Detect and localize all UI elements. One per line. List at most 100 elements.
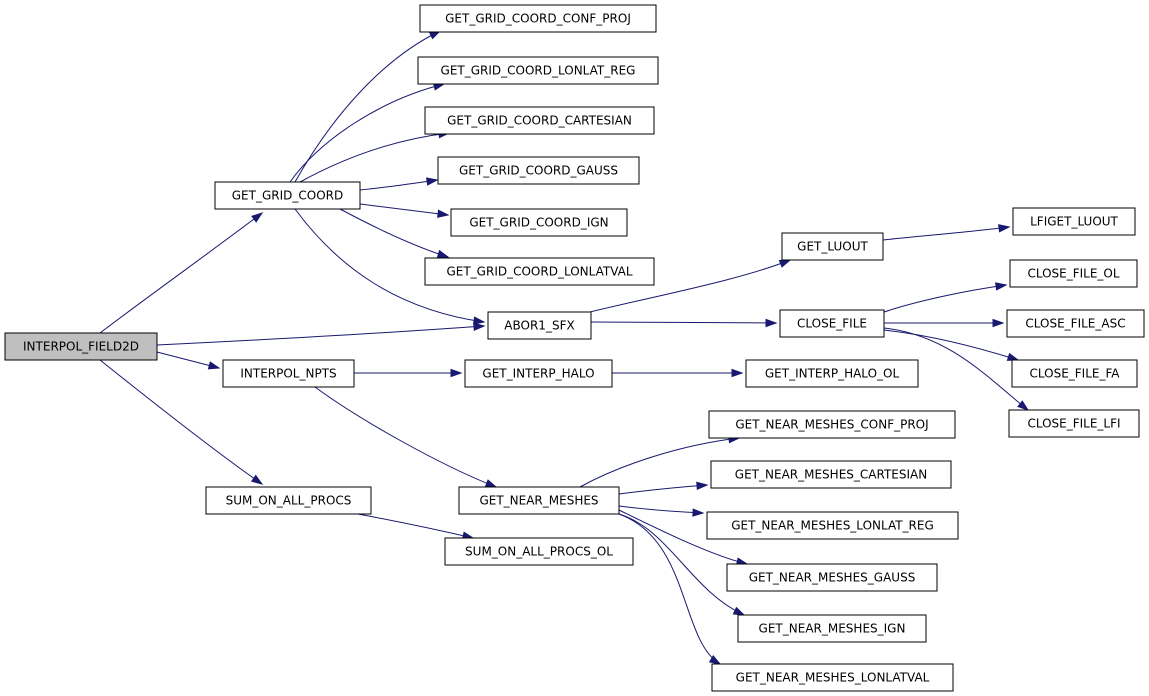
edge-close-file-to-close-file-fa bbox=[883, 329, 1020, 361]
node-box bbox=[737, 614, 927, 643]
node-box bbox=[424, 106, 655, 135]
node-label: INTERPOL_NPTS bbox=[240, 367, 336, 381]
node-label: GET_NEAR_MESHES_CARTESIAN bbox=[735, 468, 927, 482]
node-box bbox=[4, 332, 158, 361]
node-box bbox=[444, 537, 634, 566]
edge-arrowhead bbox=[207, 361, 221, 370]
node-label: GET_LUOUT bbox=[797, 240, 868, 254]
node-label: GET_NEAR_MESHES_GAUSS bbox=[749, 571, 916, 585]
edge-line bbox=[618, 484, 708, 495]
node-label: SUM_ON_ALL_PROCS bbox=[226, 494, 352, 508]
node-interpol-npts[interactable]: INTERPOL_NPTS bbox=[222, 359, 355, 388]
node-interpol-field2d[interactable]: INTERPOL_FIELD2D bbox=[4, 332, 158, 361]
node-box bbox=[419, 4, 657, 33]
node-abor1-sfx[interactable]: ABOR1_SFX bbox=[487, 311, 592, 340]
node-get-grid-coord[interactable]: GET_GRID_COORD bbox=[214, 181, 361, 210]
node-label: GET_INTERP_HALO bbox=[482, 367, 594, 381]
node-sum-on-all-procs-ol[interactable]: SUM_ON_ALL_PROCS_OL bbox=[444, 537, 634, 566]
edge-line bbox=[339, 208, 449, 258]
node-label: ABOR1_SFX bbox=[504, 319, 574, 333]
node-close-file-ol[interactable]: CLOSE_FILE_OL bbox=[1009, 259, 1138, 288]
node-get-interp-halo[interactable]: GET_INTERP_HALO bbox=[464, 359, 613, 388]
node-close-file-asc[interactable]: CLOSE_FILE_ASC bbox=[1006, 309, 1145, 338]
edge-arrowhead bbox=[765, 318, 778, 328]
node-box bbox=[1008, 409, 1140, 438]
node-box bbox=[781, 232, 884, 261]
node-get-near-meshes-lonlat-reg[interactable]: GET_NEAR_MESHES_LONLAT_REG bbox=[706, 511, 959, 540]
edge-arrowhead bbox=[731, 368, 744, 378]
node-box bbox=[487, 311, 592, 340]
edge-arrowhead bbox=[484, 479, 498, 488]
edge-line bbox=[359, 203, 449, 216]
edge-line bbox=[618, 505, 704, 514]
node-close-file[interactable]: CLOSE_FILE bbox=[779, 309, 885, 338]
nodes-layer: INTERPOL_FIELD2D GET_GRID_COORD INTERPOL_N… bbox=[4, 4, 1145, 692]
node-box bbox=[437, 156, 640, 185]
node-get-near-meshes-lonlatval[interactable]: GET_NEAR_MESHES_LONLATVAL bbox=[711, 663, 954, 692]
node-get-interp-halo-ol[interactable]: GET_INTERP_HALO_OL bbox=[745, 359, 919, 388]
node-box bbox=[1006, 309, 1145, 338]
edge-interpol-npts-to-get-interp-halo bbox=[354, 368, 463, 378]
node-label: CLOSE_FILE_FA bbox=[1030, 367, 1121, 381]
node-box bbox=[458, 486, 620, 515]
node-box bbox=[779, 309, 885, 338]
node-box bbox=[1012, 207, 1136, 236]
node-get-grid-coord-conf-proj[interactable]: GET_GRID_COORD_CONF_PROJ bbox=[419, 4, 657, 33]
node-get-grid-coord-ign[interactable]: GET_GRID_COORD_IGN bbox=[450, 208, 628, 237]
node-get-grid-coord-gauss[interactable]: GET_GRID_COORD_GAUSS bbox=[437, 156, 640, 185]
edge-arrowhead bbox=[437, 209, 450, 218]
node-get-grid-coord-lonlatval[interactable]: GET_GRID_COORD_LONLATVAL bbox=[424, 257, 655, 286]
node-box bbox=[222, 359, 355, 388]
edge-line bbox=[294, 208, 485, 323]
node-get-luout[interactable]: GET_LUOUT bbox=[781, 232, 884, 261]
edge-arrowhead bbox=[425, 177, 439, 186]
node-box bbox=[708, 410, 956, 439]
edge-arrowhead bbox=[473, 316, 486, 325]
node-close-file-fa[interactable]: CLOSE_FILE_FA bbox=[1011, 359, 1138, 388]
edge-get-near-meshes-to-get-near-meshes-lonlatval bbox=[618, 513, 722, 665]
node-get-near-meshes-conf-proj[interactable]: GET_NEAR_MESHES_CONF_PROJ bbox=[708, 410, 956, 439]
node-label: GET_NEAR_MESHES bbox=[479, 494, 598, 508]
node-get-near-meshes[interactable]: GET_NEAR_MESHES bbox=[458, 486, 620, 515]
node-close-file-lfi[interactable]: CLOSE_FILE_LFI bbox=[1008, 409, 1140, 438]
node-label: GET_GRID_COORD_GAUSS bbox=[459, 164, 618, 178]
edge-arrowhead bbox=[992, 318, 1005, 328]
edge-line bbox=[156, 325, 485, 346]
node-get-near-meshes-gauss[interactable]: GET_NEAR_MESHES_GAUSS bbox=[726, 563, 938, 592]
node-label: LFIGET_LUOUT bbox=[1030, 215, 1118, 229]
node-get-near-meshes-cartesian[interactable]: GET_NEAR_MESHES_CARTESIAN bbox=[710, 460, 952, 489]
edge-arrowhead bbox=[450, 368, 463, 378]
node-box bbox=[710, 460, 952, 489]
edge-sum-on-all-procs-to-sum-on-all-procs-ol bbox=[357, 513, 475, 540]
edge-line bbox=[357, 513, 474, 539]
edge-arrowhead bbox=[778, 259, 792, 268]
node-label: GET_GRID_COORD_LONLAT_REG bbox=[441, 64, 636, 78]
edge-get-grid-coord-to-get-grid-coord-lonlat-reg bbox=[289, 82, 446, 183]
edge-line bbox=[314, 386, 497, 488]
node-box bbox=[464, 359, 613, 388]
edge-get-grid-coord-to-get-grid-coord-ign bbox=[359, 203, 450, 218]
edge-get-grid-coord-to-get-grid-coord-gauss bbox=[359, 177, 439, 191]
edge-line bbox=[579, 437, 740, 488]
node-sum-on-all-procs[interactable]: SUM_ON_ALL_PROCS bbox=[205, 486, 372, 515]
node-box bbox=[706, 511, 959, 540]
node-box bbox=[711, 663, 954, 692]
edge-line bbox=[618, 513, 745, 616]
edge-line bbox=[618, 513, 721, 665]
edge-arrowhead bbox=[1017, 400, 1030, 411]
edges-layer bbox=[99, 30, 1030, 665]
edge-get-grid-coord-to-get-grid-coord-conf-proj bbox=[294, 30, 442, 183]
node-label: CLOSE_FILE bbox=[797, 317, 867, 331]
node-label: GET_INTERP_HALO_OL bbox=[765, 367, 900, 381]
node-label: SUM_ON_ALL_PROCS_OL bbox=[465, 545, 613, 559]
node-lfiget-luout[interactable]: LFIGET_LUOUT bbox=[1012, 207, 1136, 236]
node-label: CLOSE_FILE_OL bbox=[1027, 267, 1119, 281]
node-get-near-meshes-ign[interactable]: GET_NEAR_MESHES_IGN bbox=[737, 614, 927, 643]
edge-arrowhead bbox=[696, 481, 709, 490]
node-get-grid-coord-cartesian[interactable]: GET_GRID_COORD_CARTESIAN bbox=[424, 106, 655, 135]
node-box bbox=[726, 563, 938, 592]
edge-line bbox=[99, 212, 263, 334]
edge-arrowhead bbox=[995, 282, 1008, 291]
node-get-grid-coord-lonlat-reg[interactable]: GET_GRID_COORD_LONLAT_REG bbox=[417, 56, 659, 85]
